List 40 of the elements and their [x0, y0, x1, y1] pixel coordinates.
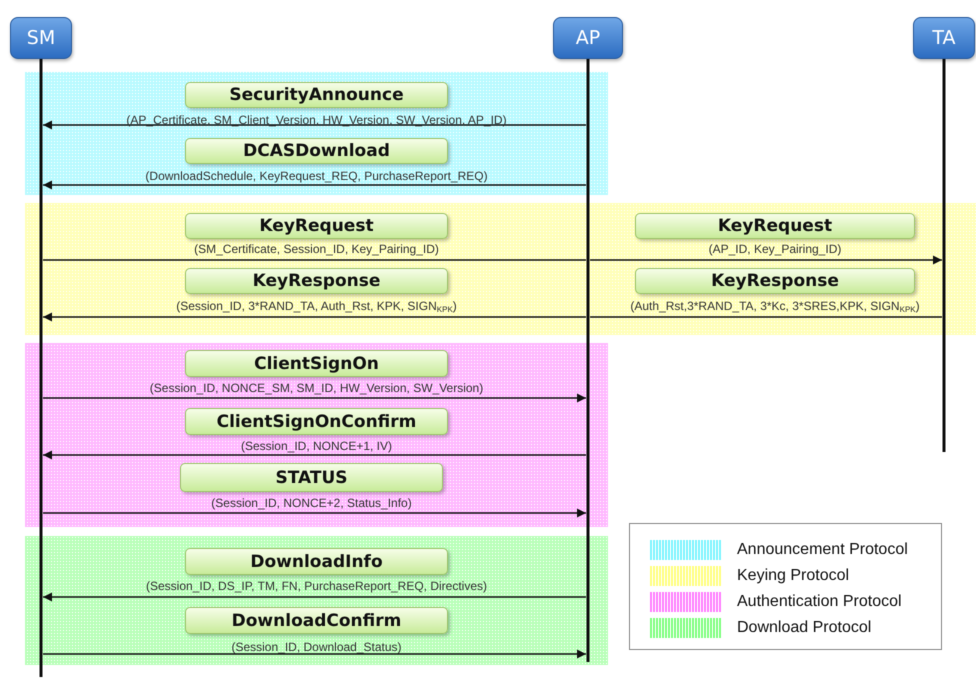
message-arrow — [590, 256, 942, 264]
message-parameters: (Auth_Rst,3*RAND_TA, 3*Kc, 3*SRES,KPK, SIGN$_{KPK}$) — [630, 298, 920, 316]
participant-box: TA — [913, 17, 975, 59]
lifeline — [553, 17, 623, 662]
message-name: KeyRequest — [635, 213, 915, 239]
message-name: KeyResponse — [635, 268, 915, 294]
message-arrow — [43, 450, 586, 460]
message-name: KeyRequest — [185, 213, 448, 239]
message-name: STATUS — [180, 463, 443, 492]
message-parameters: (DownloadSchedule, KeyRequest_REQ, PurchaseReport_REQ) — [145, 168, 488, 184]
message-arrow — [43, 394, 586, 402]
legend-label: Download Protocol — [737, 619, 872, 637]
message-name: KeyResponse — [185, 268, 448, 294]
message-arrow — [43, 312, 586, 322]
legend-label: Announcement Protocol — [737, 541, 908, 559]
message-parameters: (Session_ID, 3*RAND_TA, Auth_Rst, KPK, SIGN$_{KPK}$) — [176, 298, 457, 316]
message-name: DownloadConfirm — [185, 607, 448, 634]
message-name: ClientSignOnConfirm — [185, 408, 448, 435]
message-arrow — [43, 180, 586, 190]
message-parameters: (AP_ID, Key_Pairing_ID) — [708, 241, 842, 257]
message-parameters: (Session_ID, NONCE_SM, SM_ID, HW_Version, SW_Version) — [150, 380, 484, 396]
message-parameters: (Session_ID, DS_IP, TM, FN, PurchaseReport_REQ, Directives) — [146, 578, 487, 594]
legend-label: Authentication Protocol — [737, 593, 902, 611]
message-name: DownloadInfo — [185, 548, 448, 575]
lifeline — [10, 17, 72, 677]
legend-label: Keying Protocol — [737, 567, 850, 585]
message-arrow — [43, 650, 586, 658]
message-parameters: (AP_Certificate, SM_Client_Version, HW_Version, SW_Version, AP_ID) — [126, 112, 507, 128]
message-parameters: (SM_Certificate, Session_ID, Key_Pairing_ID) — [194, 241, 439, 257]
message-arrow — [43, 120, 586, 130]
message-parameters: (Session_ID, NONCE+2, Status_Info) — [211, 495, 412, 511]
message-parameters: (Session_ID, NONCE+1, IV) — [240, 438, 392, 454]
message-arrow — [43, 592, 586, 602]
message-parameters: (Session_ID, Download_Status) — [231, 639, 402, 655]
message-name: DCASDownload — [185, 138, 448, 164]
message-name: SecurityAnnounce — [185, 82, 448, 108]
participant-box: SM — [10, 17, 72, 59]
message-arrow — [43, 508, 586, 518]
participant-box: AP — [553, 17, 623, 59]
message-name: ClientSignOn — [185, 350, 448, 377]
